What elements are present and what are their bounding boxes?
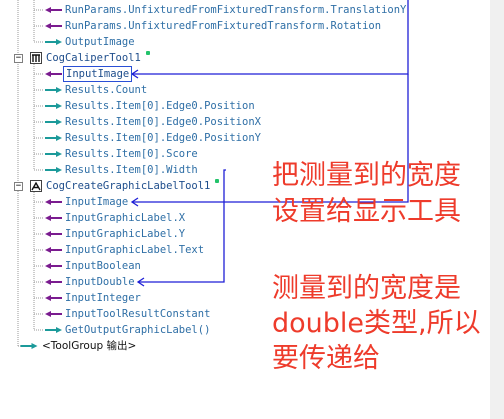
valid-status-icon bbox=[215, 179, 220, 183]
tree-item-label: Results.Item[0].Edge0.Position bbox=[65, 100, 255, 112]
vertical-scrollbar[interactable] bbox=[490, 0, 504, 419]
tree-item[interactable]: OutputImage bbox=[44, 34, 137, 50]
input-arrow-icon bbox=[45, 23, 62, 29]
tree-item[interactable]: InputImage bbox=[44, 194, 130, 210]
valid-status-icon bbox=[145, 51, 150, 55]
tree-item-label: InputDouble bbox=[65, 276, 135, 288]
input-arrow-icon bbox=[45, 71, 62, 77]
tree-item[interactable]: RunParams.UnfixturedFromFixturedTransfor… bbox=[44, 2, 408, 18]
tree-item-label: Results.Item[0].Edge0.PositionX bbox=[65, 116, 261, 128]
tree-item[interactable]: InputToolResultConstant bbox=[44, 306, 212, 322]
tree-item[interactable]: Results.Item[0].Edge0.Position bbox=[44, 98, 257, 114]
tree-item-label: InputGraphicLabel.Y bbox=[65, 228, 186, 240]
tree-item[interactable]: Results.Item[0].Width bbox=[44, 162, 200, 178]
collapse-toggle-icon[interactable]: − bbox=[14, 53, 23, 63]
input-arrow-icon bbox=[45, 279, 62, 285]
link-arrow-icon bbox=[130, 197, 139, 207]
annotation-line-2: 设置给显示工具 bbox=[272, 196, 461, 227]
tree-item-label: GetOutputGraphicLabel() bbox=[65, 324, 211, 336]
tree-item[interactable]: InputDouble bbox=[44, 274, 137, 290]
output-arrow-icon bbox=[45, 327, 62, 333]
output-arrow-icon bbox=[45, 103, 62, 109]
output-arrow-icon bbox=[45, 151, 62, 157]
tree-item-label: InputGraphicLabel.Text bbox=[65, 244, 205, 256]
tree-node-group[interactable]: <ToolGroup 输出> bbox=[18, 338, 138, 354]
tree-item-label: Results.Item[0].Score bbox=[65, 148, 198, 160]
annotation-line-3: 测量到的宽度是 bbox=[272, 273, 461, 304]
tree-item[interactable]: Results.Count bbox=[44, 82, 149, 98]
tree-item-label: <ToolGroup 输出> bbox=[42, 340, 137, 352]
tree-item[interactable]: InputInteger bbox=[44, 290, 143, 306]
input-arrow-icon bbox=[45, 247, 62, 253]
output-arrow-icon bbox=[45, 167, 62, 173]
tree-item-label: CogCaliperTool1 bbox=[46, 52, 141, 64]
tree-item-label: OutputImage bbox=[65, 36, 135, 48]
input-arrow-icon bbox=[45, 295, 62, 301]
tree-item[interactable]: InputGraphicLabel.X bbox=[44, 210, 187, 226]
input-arrow-icon bbox=[45, 263, 62, 269]
tree-item-label: InputImage bbox=[65, 196, 129, 208]
input-arrow-icon bbox=[45, 231, 62, 237]
tree-item-label: InputBoolean bbox=[65, 260, 141, 272]
tree-item[interactable]: InputBoolean bbox=[44, 258, 143, 274]
output-arrow-icon bbox=[45, 39, 62, 45]
tree-item-label: InputToolResultConstant bbox=[65, 308, 211, 320]
tree-item-label: RunParams.UnfixturedFromFixturedTransfor… bbox=[65, 4, 407, 16]
tree-item[interactable]: InputGraphicLabel.Text bbox=[44, 242, 206, 258]
input-arrow-icon bbox=[45, 215, 62, 221]
annotation-line-1: 把测量到的宽度 bbox=[272, 160, 461, 191]
annotation-line-5: 要传递给 bbox=[272, 343, 380, 374]
output-arrow-icon bbox=[20, 343, 38, 349]
tree-item-label: InputGraphicLabel.X bbox=[65, 212, 186, 224]
output-arrow-icon bbox=[45, 135, 62, 141]
output-arrow-icon bbox=[45, 119, 62, 125]
graphic-label-tool-icon bbox=[30, 180, 42, 192]
link-line bbox=[138, 169, 226, 283]
tree-item-label: Results.Item[0].Edge0.PositionY bbox=[65, 132, 261, 144]
tree-item[interactable]: Results.Item[0].Edge0.PositionY bbox=[44, 130, 263, 146]
tree-item-label: RunParams.UnfixturedFromFixturedTransfor… bbox=[65, 20, 382, 32]
collapse-toggle-icon[interactable]: − bbox=[14, 181, 23, 191]
tree-item[interactable]: RunParams.UnfixturedFromFixturedTransfor… bbox=[44, 18, 383, 34]
tree-item-label: InputImage bbox=[63, 66, 133, 82]
tree-item[interactable]: InputGraphicLabel.Y bbox=[44, 226, 187, 242]
tree-item-label: Results.Item[0].Width bbox=[65, 164, 198, 176]
annotation-line-4: double类型,所以 bbox=[272, 308, 481, 339]
tree-item-label: Results.Count bbox=[65, 84, 148, 96]
input-arrow-icon bbox=[45, 7, 62, 13]
link-arrow-icon bbox=[136, 277, 145, 287]
tree-item[interactable]: Results.Item[0].Score bbox=[44, 146, 200, 162]
tree-item-label: CogCreateGraphicLabelTool1 bbox=[46, 180, 211, 192]
tree-node-tool[interactable]: CogCaliperTool1 bbox=[30, 50, 143, 66]
tree-item[interactable]: Results.Item[0].Edge0.PositionX bbox=[44, 114, 263, 130]
tree-node-tool[interactable]: CogCreateGraphicLabelTool1 bbox=[30, 178, 212, 194]
tree-item[interactable]: GetOutputGraphicLabel() bbox=[44, 322, 212, 338]
tree-item-label: InputInteger bbox=[65, 292, 141, 304]
input-arrow-icon bbox=[45, 311, 62, 317]
caliper-tool-icon bbox=[30, 52, 42, 64]
tree-item[interactable]: InputImage bbox=[44, 66, 133, 82]
output-arrow-icon bbox=[45, 87, 62, 93]
input-arrow-icon bbox=[45, 199, 62, 205]
